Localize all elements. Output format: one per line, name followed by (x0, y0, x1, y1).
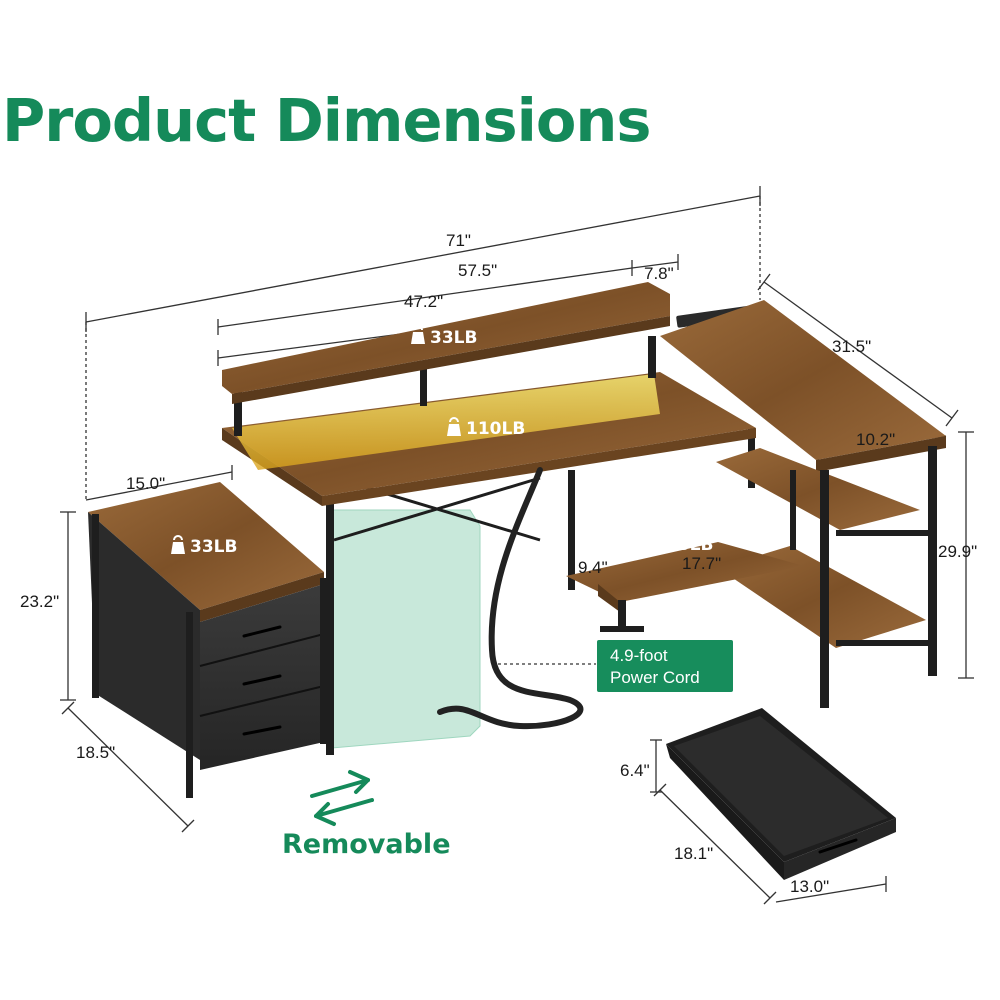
dim-lower-shelf-width: 17.7" (682, 554, 721, 573)
dim-drawer-height: 6.4" (620, 761, 650, 780)
weight-icon (447, 417, 461, 436)
load-label-monitor-stand: 33LB (411, 325, 477, 348)
dim-cabinet-height: 23.2" (20, 592, 59, 611)
power-cord-badge: 4.9-foot Power Cord (597, 640, 733, 692)
dim-height: 29.9" (938, 542, 977, 561)
dim-shelf-right: 7.8" (644, 264, 674, 283)
cord-label-line1: 4.9-foot (610, 646, 668, 665)
swap-arrows-icon (310, 770, 374, 826)
power-cord (437, 467, 584, 730)
main-desk (222, 282, 763, 755)
load-label-lower-shelf: 33LB (647, 533, 713, 555)
load-text-monitor-stand: 33LB (430, 328, 477, 348)
weight-icon (411, 325, 425, 344)
fabric-drawer (666, 708, 896, 880)
dim-drawer-depth: 18.1" (674, 844, 713, 863)
load-label-desktop: 110LB (447, 417, 525, 439)
weight-icon (647, 533, 661, 552)
dim-cabinet-depth: 18.5" (76, 743, 115, 762)
load-text-cabinet: 33LB (190, 537, 237, 557)
page-title: Product Dimensions (2, 86, 652, 155)
dim-overall-width: 71" (446, 231, 471, 250)
dim-cabinet-top: 15.0" (126, 474, 165, 493)
dim-side-shelf: 10.2" (856, 430, 895, 449)
removable-panel (331, 509, 481, 749)
dim-return-depth: 31.5" (832, 337, 871, 356)
dim-monitor-stand: 47.2" (404, 292, 443, 311)
dim-lower-shelf-left: 9.4" (578, 558, 608, 577)
dim-desk-width: 57.5" (458, 261, 497, 280)
weight-icon (171, 535, 185, 554)
cord-label-line2: Power Cord (610, 668, 700, 687)
dim-drawer-width: 13.0" (790, 877, 829, 896)
file-cabinet (88, 482, 326, 798)
return-section (566, 300, 946, 708)
load-text-lower-shelf: 33LB (666, 535, 713, 555)
removable-label: Removable (282, 829, 451, 860)
load-text-desktop: 110LB (466, 419, 525, 439)
load-label-cabinet: 33LB (171, 535, 237, 557)
